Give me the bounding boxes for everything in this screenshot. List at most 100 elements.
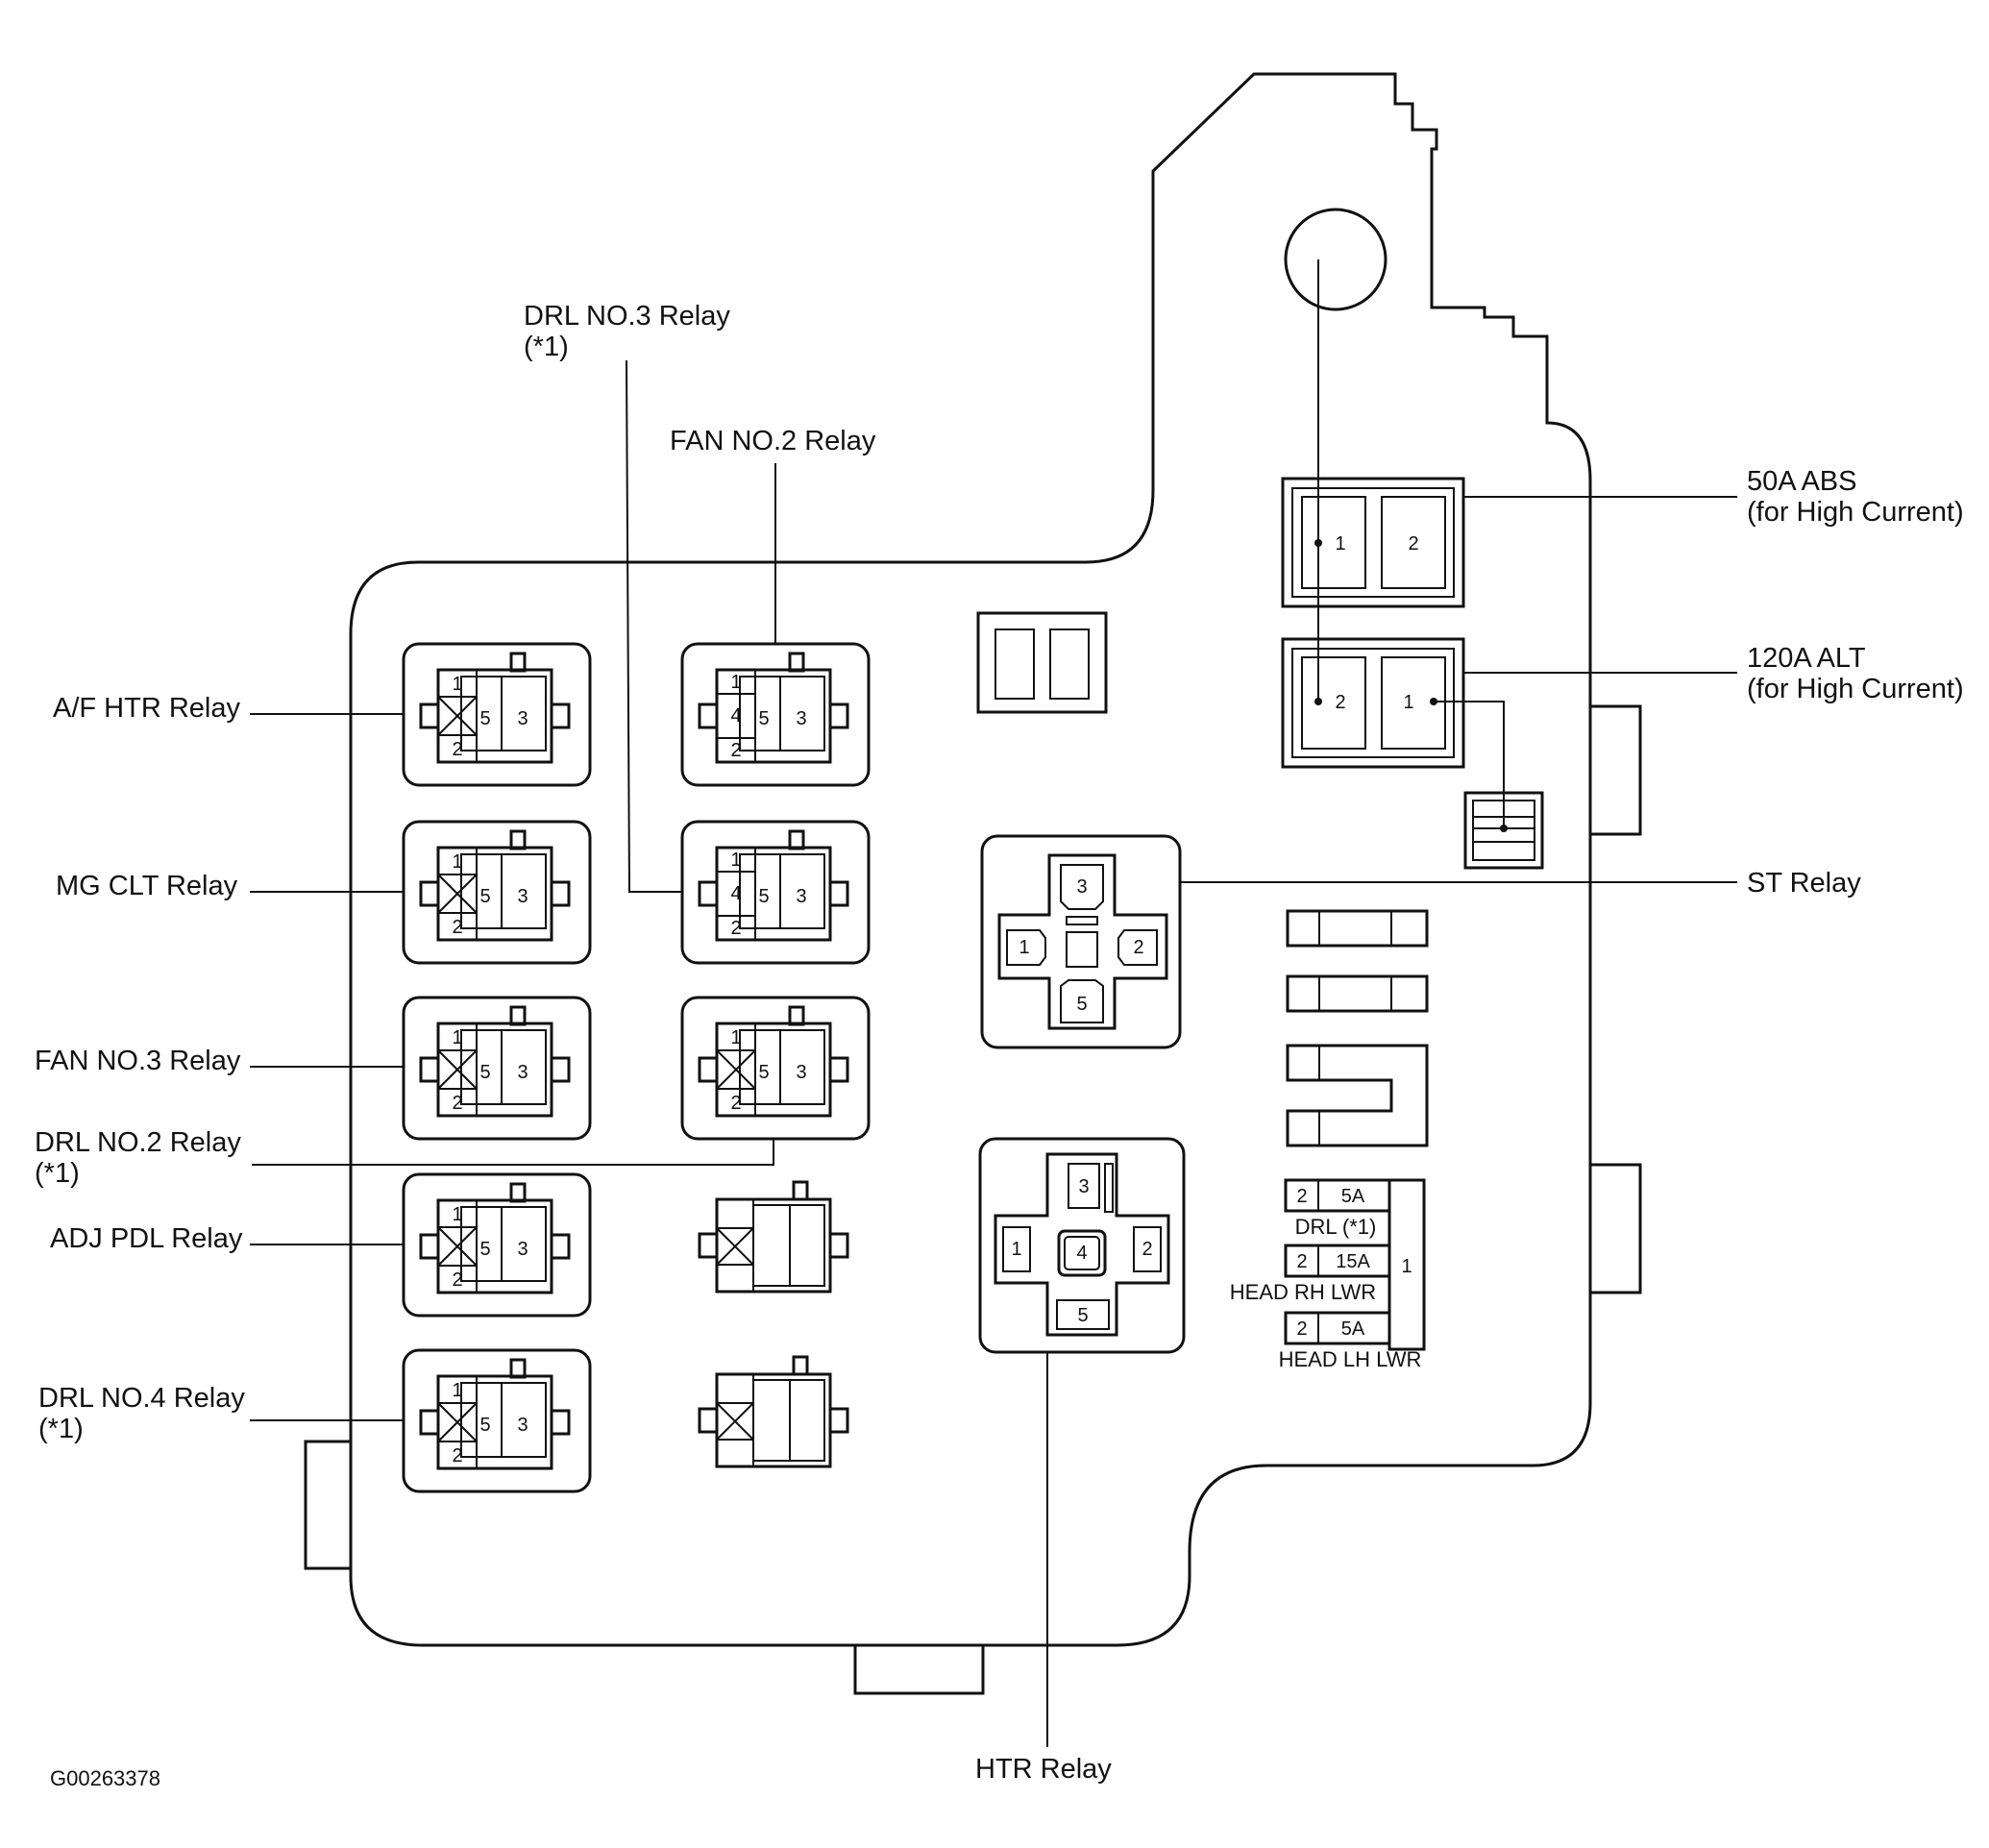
fuse-50a-abs[interactable]: 1 2 — [1281, 477, 1465, 608]
pin-label: 2 — [452, 1093, 462, 1114]
relay-fan-no2[interactable]: 1 4 2 5 3 — [680, 642, 871, 787]
pin-label: 3 — [796, 886, 806, 907]
pin-label: 5 — [758, 708, 769, 729]
label-drl-no4-note: (*1) — [38, 1414, 84, 1444]
fuse-slot — [1286, 974, 1429, 1013]
housing-tab-bottom — [853, 1645, 985, 1695]
pin-label: 1 — [730, 1027, 741, 1048]
relay-st[interactable]: 3 5 1 2 — [980, 834, 1182, 1049]
pin-label: 2 — [730, 918, 741, 939]
relay-fan-no3[interactable]: 1 2 5 3 — [402, 996, 592, 1141]
leader-line-drl-no3 — [626, 359, 682, 893]
pin-label: 5 — [758, 886, 769, 907]
double-fuse-slot — [1286, 1044, 1429, 1147]
label-120a-alt-note: (for High Current) — [1747, 674, 1964, 704]
leader-line-drl-no2 — [252, 1139, 774, 1166]
label-drl-no2-note: (*1) — [35, 1158, 80, 1189]
pin-label: 1 — [452, 1380, 462, 1401]
pin-label: 2 — [730, 1093, 741, 1114]
pin-label: 3 — [517, 1239, 528, 1260]
fuse-slot — [1286, 909, 1429, 948]
pin-label: 1 — [1335, 533, 1345, 554]
mounting-hole — [1284, 208, 1387, 311]
housing-tab-right-lower — [1590, 1163, 1642, 1294]
relay-htr[interactable]: 3 4 1 2 5 — [978, 1137, 1186, 1354]
label-mg-clt-relay: MG CLT Relay — [56, 871, 238, 901]
pin-label: 3 — [796, 1062, 806, 1083]
label-af-htr-relay: A/F HTR Relay — [53, 693, 240, 724]
small-fuse-block: 1 — [1387, 1178, 1426, 1351]
fuse-head-lh-lwr-5a[interactable]: 2 5A HEAD LH LWR — [1279, 1311, 1422, 1371]
pin-label: 2 — [1142, 1239, 1152, 1260]
fuse-drl-5a[interactable]: 2 5A DRL (*1) — [1284, 1178, 1391, 1239]
pin-label: 2 — [730, 740, 741, 761]
relay-mg-clt[interactable]: 1 2 5 3 — [402, 820, 592, 965]
pin-label: 1 — [452, 674, 462, 695]
label-50a-abs-note: (for High Current) — [1747, 497, 1964, 528]
spare-fuse-socket — [976, 611, 1108, 714]
pin-label: 5 — [479, 886, 490, 907]
pin-label: 2 — [452, 1445, 462, 1466]
pin-label: 2 — [1408, 533, 1418, 554]
pin-label: 3 — [1076, 876, 1087, 898]
label-drl-no3-relay: DRL NO.3 Relay — [524, 301, 730, 332]
fuse-name: HEAD RH LWR — [1230, 1280, 1376, 1304]
label-drl-no2-relay: DRL NO.2 Relay — [35, 1127, 241, 1158]
label-fan-no3-relay: FAN NO.3 Relay — [35, 1046, 241, 1076]
label-50a-abs: 50A ABS — [1747, 466, 1857, 497]
relay-af-htr[interactable]: 1 2 5 3 — [402, 642, 592, 787]
pin-label: 4 — [730, 883, 741, 904]
pin-label: 3 — [517, 1415, 528, 1436]
alt-link-line — [1434, 701, 1505, 828]
relay-drl-no4[interactable]: 1 2 5 3 — [402, 1348, 592, 1493]
pin-label: 3 — [796, 708, 806, 729]
pin-label: 2 — [1296, 1186, 1307, 1207]
pin-label: 2 — [452, 917, 462, 938]
pin-label: 5 — [479, 1415, 490, 1436]
pin-label: 4 — [1076, 1243, 1087, 1264]
pin-label: 5 — [479, 1062, 490, 1083]
label-drl-no3-note: (*1) — [524, 332, 569, 362]
fuse-amperage: 5A — [1341, 1318, 1365, 1340]
pin-label: 3 — [517, 1062, 528, 1083]
relay-adj-pdl[interactable]: 1 2 5 3 — [402, 1172, 592, 1318]
pin-label: 2 — [1296, 1318, 1307, 1340]
label-htr-relay: HTR Relay — [975, 1754, 1112, 1785]
fuse-amperage: 5A — [1341, 1186, 1365, 1207]
label-adj-pdl-relay: ADJ PDL Relay — [50, 1223, 243, 1254]
pin-label: 1 — [1401, 1256, 1412, 1277]
housing-tab-left — [304, 1440, 351, 1570]
pin-label: 1 — [1019, 937, 1029, 958]
relay-drl-no3[interactable]: 1 4 2 5 3 — [680, 820, 871, 965]
empty-relay-socket — [698, 1355, 849, 1468]
pin-label: 3 — [517, 708, 528, 729]
label-fan-no2-relay: FAN NO.2 Relay — [670, 426, 876, 456]
pin-label: 5 — [1076, 994, 1087, 1015]
pin-label: 5 — [758, 1062, 769, 1083]
housing-outline — [349, 72, 1592, 1647]
pin-label: 5 — [1077, 1305, 1088, 1326]
pin-label: 1 — [452, 1204, 462, 1225]
pin-label: 1 — [452, 1027, 462, 1048]
fuse-amperage: 15A — [1336, 1251, 1370, 1272]
pin-label: 2 — [1296, 1251, 1307, 1272]
pin-label: 3 — [1078, 1176, 1089, 1197]
pin-label: 2 — [452, 1269, 462, 1291]
pin-label: 1 — [730, 850, 741, 871]
pin-label: 1 — [730, 672, 741, 693]
fusible-link-connector — [1463, 791, 1544, 870]
relay-drl-no2[interactable]: 1 2 5 3 — [680, 996, 871, 1141]
housing-tab-right-upper — [1590, 704, 1642, 836]
pin-label: 1 — [1011, 1239, 1021, 1260]
label-st-relay: ST Relay — [1747, 868, 1861, 899]
fuse-head-rh-lwr-15a[interactable]: 2 15A HEAD RH LWR — [1230, 1244, 1391, 1304]
fuse-120a-alt[interactable]: 2 1 — [1281, 637, 1465, 769]
pin-label: 2 — [1133, 937, 1143, 958]
label-120a-alt: 120A ALT — [1747, 643, 1866, 674]
figure-code: G00263378 — [50, 1766, 160, 1790]
fuse-name: HEAD LH LWR — [1279, 1347, 1422, 1371]
label-drl-no4-relay: DRL NO.4 Relay — [38, 1383, 245, 1414]
pin-label: 1 — [452, 851, 462, 873]
